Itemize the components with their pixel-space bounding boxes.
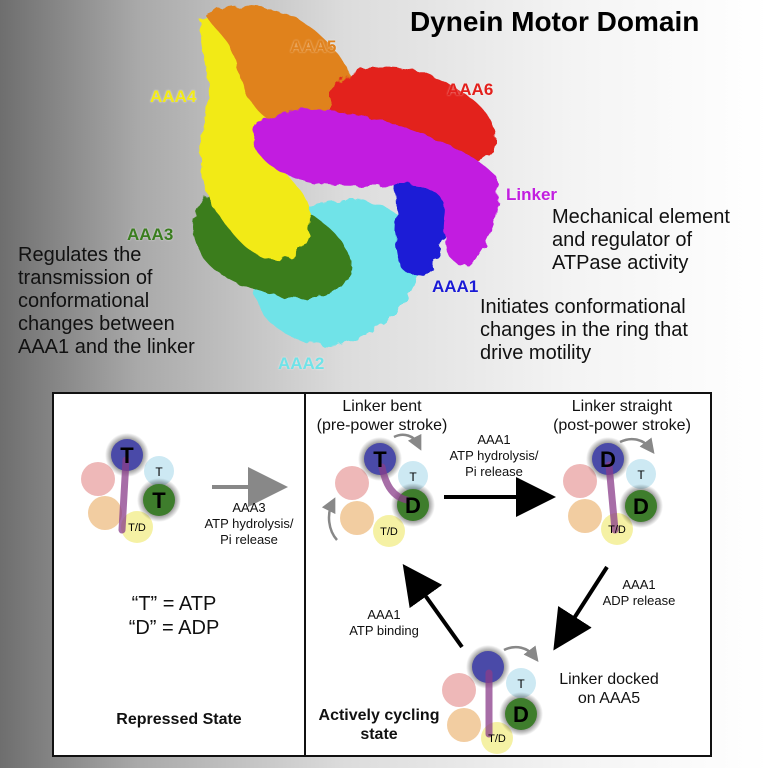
repressed-ring — [81, 433, 181, 543]
linker-docked-label: Linker docked on AAA5 — [559, 671, 659, 707]
repressed-arrow-label: AAA3 ATP hydrolysis/ Pi release — [204, 500, 294, 547]
bent-aaa1-nucleotide: T — [373, 447, 387, 472]
straight-aaa2-nucleotide: T — [637, 468, 645, 482]
straight-aaa3-nucleotide: D — [633, 494, 649, 519]
step2-label: AAA1 ADP release — [602, 577, 676, 608]
step1-label: AAA1 ATP hydrolysis/ Pi release — [449, 432, 539, 479]
repressed-state-label: Repressed State — [116, 711, 242, 728]
straight-aaa1-nucleotide: D — [600, 447, 616, 472]
protein-structure-illustration — [193, 5, 499, 345]
aaa1-label: AAA1 — [432, 277, 479, 296]
repressed-aaa2-nucleotide: T — [155, 465, 163, 479]
aaa6-label: AAA6 — [447, 80, 494, 99]
mechanism-diagram: T T T T/D T T D T/D — [81, 433, 663, 754]
linker-label: Linker — [506, 185, 558, 204]
active-state-label: Actively cycling state — [318, 707, 440, 743]
repressed-aaa1-nucleotide: T — [120, 443, 134, 468]
repressed-aaa3-nucleotide: T — [152, 488, 166, 513]
aaa3-description: Regulates the transmission of conformati… — [18, 244, 195, 358]
aaa3-label: AAA3 — [127, 225, 174, 244]
docked-to-bent-arrow — [402, 563, 464, 649]
bent-ring — [321, 433, 435, 547]
linker-straight-label: Linker straight (post-power stroke) — [553, 398, 691, 434]
straight-to-docked-arrow — [553, 565, 609, 651]
aaa2-label: AAA2 — [278, 354, 325, 373]
docked-aaa2-nucleotide: T — [517, 677, 525, 691]
bent-aaa3-nucleotide: D — [405, 493, 421, 518]
docked-aaa4-nucleotide: T/D — [488, 733, 506, 745]
linker-description: Mechanical element and regulator of ATPa… — [552, 206, 730, 274]
repressed-aaa4-nucleotide: T/D — [128, 522, 146, 534]
aaa5-domain — [205, 5, 352, 125]
aaa5-label: AAA5 — [290, 37, 337, 56]
docked-ring — [442, 645, 543, 754]
linker-bent-label: Linker bent (pre-power stroke) — [316, 398, 448, 434]
straight-ring — [563, 437, 663, 545]
bent-aaa2-nucleotide: T — [409, 470, 417, 484]
structure-figure: Dynein Motor Domain AAA5 AAA4 AAA6 Linke… — [18, 5, 730, 373]
page-title: Dynein Motor Domain — [410, 6, 700, 37]
step3-label: AAA1 ATP binding — [349, 607, 419, 638]
linker-domain — [252, 109, 499, 266]
aaa4-label: AAA4 — [150, 87, 197, 106]
panel-divider — [304, 394, 306, 755]
mechanism-panel: T T T T/D T T D T/D — [52, 392, 712, 757]
docked-aaa3-nucleotide: D — [513, 702, 529, 727]
aaa1-description: Initiates conformational changes in the … — [480, 296, 688, 364]
nucleotide-legend: “T” = ATP “D” = ADP — [128, 593, 220, 639]
straight-aaa4-nucleotide: T/D — [608, 524, 626, 536]
bent-aaa4-nucleotide: T/D — [380, 526, 398, 538]
